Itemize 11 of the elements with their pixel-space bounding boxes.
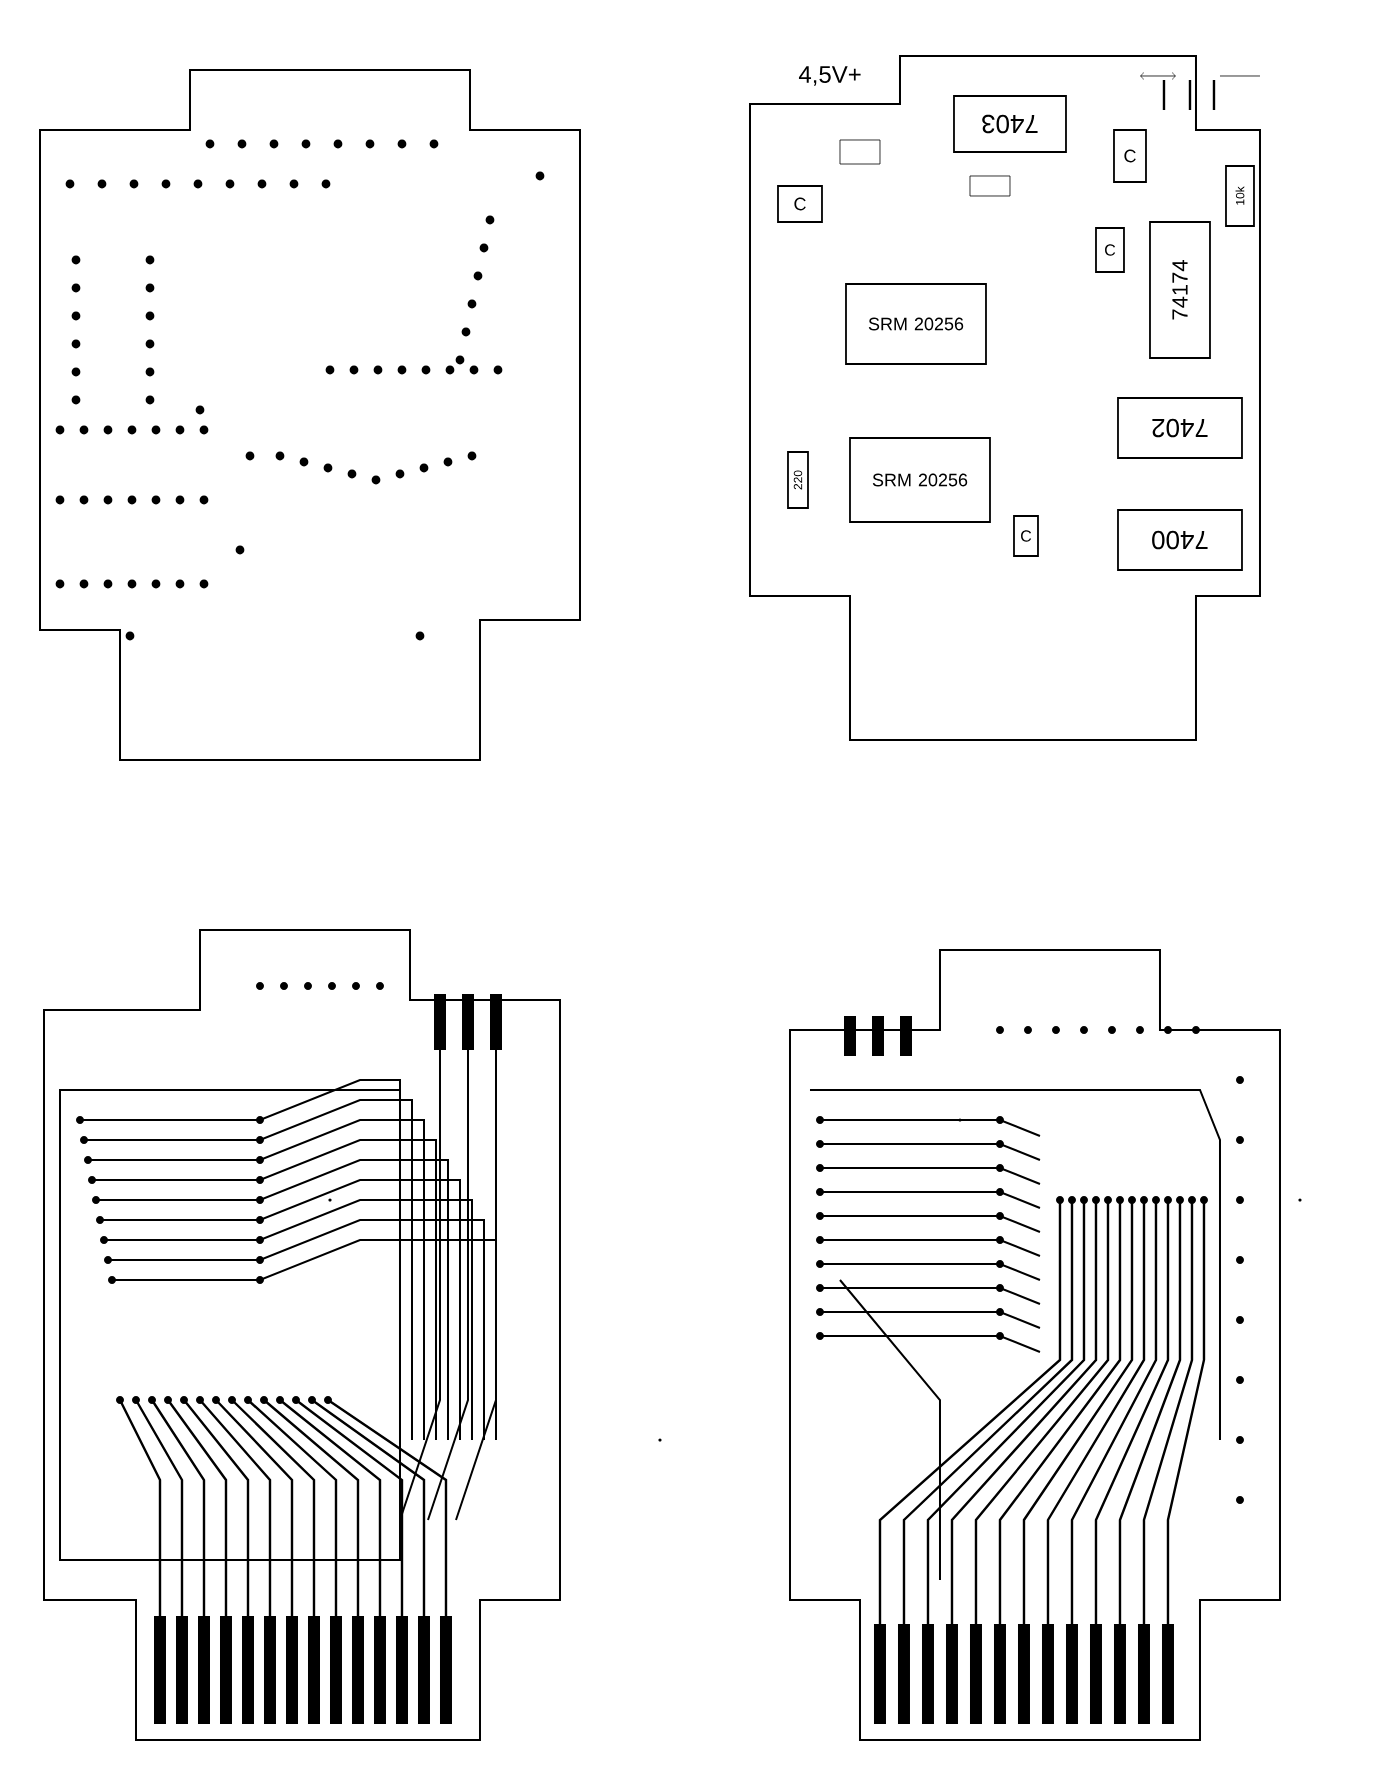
chip-box: 7402: [1117, 397, 1243, 459]
component-box: C: [1113, 129, 1147, 183]
component-box: C: [777, 185, 823, 223]
component-box: C: [1095, 227, 1125, 273]
component-box: C: [1013, 515, 1039, 557]
chip-box: SRM 20256: [845, 283, 987, 365]
chip-box: SRM 20256: [849, 437, 991, 523]
chip-box: 7403: [953, 95, 1067, 153]
chip-box: 7400: [1117, 509, 1243, 571]
chip-box: 74174: [1149, 221, 1211, 359]
voltage-label: 4,5V+: [798, 66, 861, 86]
